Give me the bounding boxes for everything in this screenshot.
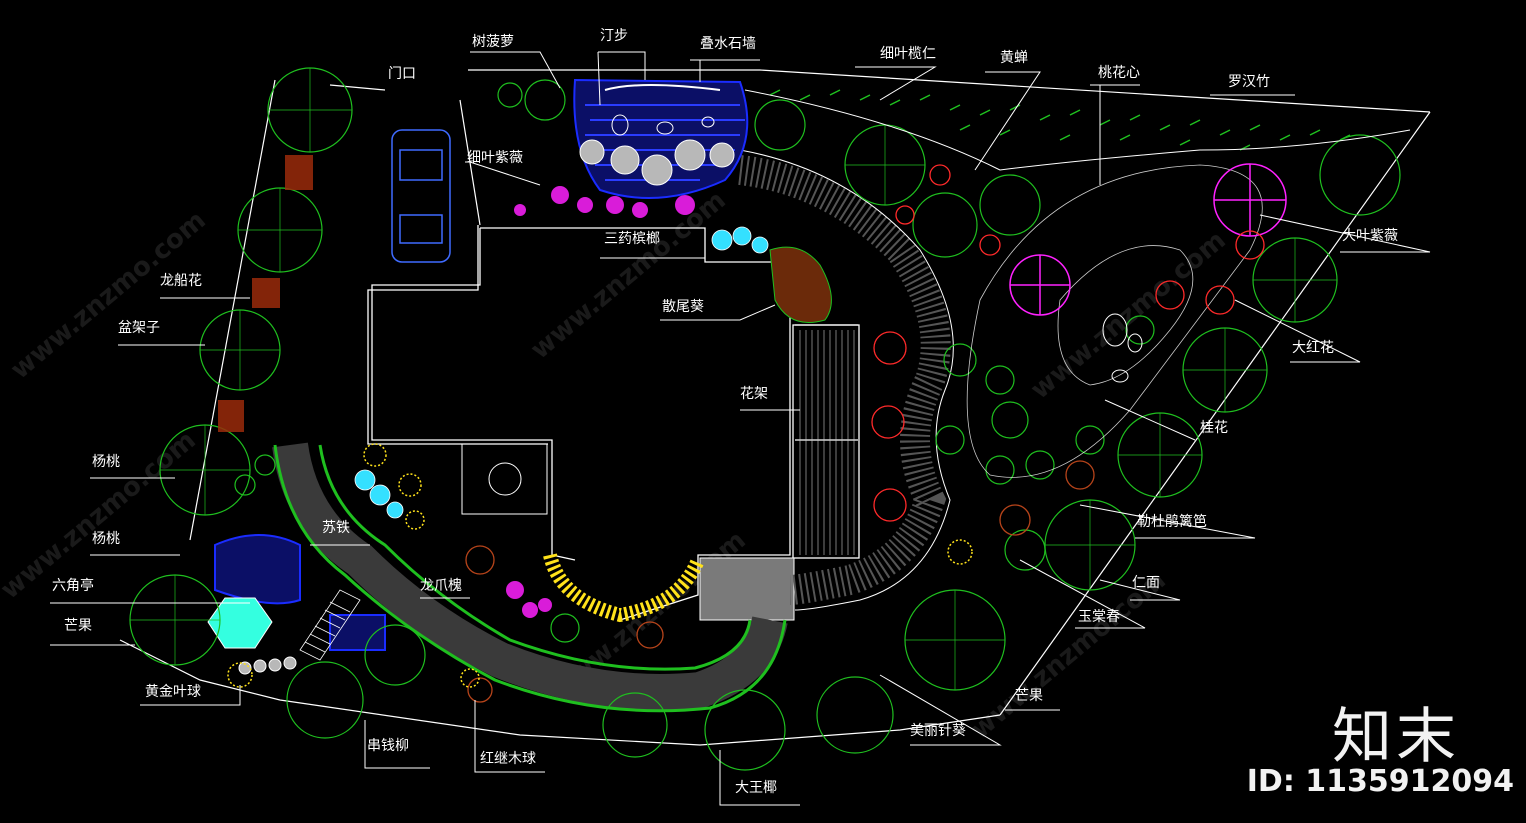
- label-xiyelanren: 细叶榄仁: [880, 46, 936, 62]
- flower-bed: [506, 186, 695, 618]
- label-huajia: 花架: [740, 386, 768, 402]
- label-yangtao-2: 杨桃: [92, 531, 120, 547]
- ornamental-magenta: [1009, 163, 1287, 316]
- callout-leaders: [50, 51, 1431, 806]
- tree: [1004, 529, 1046, 571]
- label-guihua: 桂花: [1200, 420, 1228, 436]
- pergola: [799, 330, 855, 555]
- hexagonal-pavilion: [207, 597, 273, 649]
- label-penjiazi: 盆架子: [118, 320, 160, 336]
- paved-slab: [699, 557, 795, 621]
- stairs: [299, 589, 361, 661]
- red-flowers: [871, 164, 1265, 522]
- label-sanyaobinlang: 三药槟榔: [604, 231, 660, 247]
- label-liujiaoting: 六角亭: [52, 577, 94, 594]
- paved-path-east-edge: [739, 149, 954, 611]
- label-sutie: 苏铁: [322, 520, 350, 536]
- label-renmian: 仁面: [1132, 575, 1160, 591]
- label-tingbu: 汀步: [600, 28, 628, 44]
- tree: [943, 343, 977, 377]
- cyan-shrubs: [354, 226, 769, 519]
- paved-path-south-edge-a: [273, 444, 787, 713]
- watermark-brand: 知末: [1332, 702, 1460, 772]
- rock-pebbles: [604, 84, 1143, 383]
- tree: [985, 365, 1015, 395]
- watermark-site: www.znzmo.com: [525, 185, 731, 365]
- tree: [254, 454, 276, 476]
- label-dayeziwei: 大叶紫薇: [1342, 228, 1398, 244]
- tree: [1319, 134, 1401, 216]
- label-dieshuishiqiang: 叠水石墙: [700, 36, 756, 52]
- label-dawangye: 大王椰: [735, 780, 777, 796]
- lawn-contours: [966, 164, 1263, 478]
- label-huangjinyeqiu: 黄金叶球: [145, 683, 201, 700]
- car-icon: [391, 129, 451, 263]
- label-menkou: 门口: [388, 66, 416, 82]
- tree: [1125, 315, 1155, 345]
- label-shuboluo: 树菠萝: [472, 34, 514, 50]
- tree: [524, 79, 566, 121]
- site-boundary: [119, 69, 1431, 746]
- watermark-site: www.znzmo.com: [5, 205, 211, 385]
- label-mangguo-2: 芒果: [1015, 688, 1043, 704]
- label-taohuaxin: 桃花心: [1098, 65, 1140, 81]
- bamboo-grove: [769, 89, 1351, 151]
- label-meilizhenkui: 美丽针葵: [910, 723, 966, 739]
- paved-path-south: [272, 442, 788, 710]
- stepping-stones: [238, 139, 735, 675]
- tree: [935, 425, 965, 455]
- water-pond-west: [214, 534, 301, 605]
- tree: [234, 474, 256, 496]
- tree-spokes: [130, 68, 1337, 690]
- tree: [497, 82, 523, 108]
- tree: [286, 661, 364, 739]
- tree: [364, 624, 426, 686]
- watermark-layer: www.znzmo.com www.znzmo.com www.znzmo.co…: [0, 185, 1232, 745]
- label-luohanzhu: 罗汉竹: [1228, 74, 1270, 90]
- label-mangguo-1: 芒果: [64, 618, 92, 634]
- label-longchuanhua: 龙船花: [160, 273, 202, 289]
- watermark-site: www.znzmo.com: [965, 565, 1171, 745]
- yellow-ball-shrubs: [227, 443, 973, 688]
- label-yutangchun: 玉棠春: [1078, 609, 1120, 625]
- paved-path-south-edge-b: [318, 444, 752, 671]
- dining-table: [461, 443, 548, 515]
- tree: [754, 99, 806, 151]
- label-dahonghua: 大红花: [1292, 340, 1334, 356]
- hedge-rows: [218, 155, 313, 432]
- tree: [550, 613, 580, 643]
- tree: [991, 401, 1029, 439]
- label-huangchan: 黄蝉: [1000, 49, 1028, 66]
- tree: [912, 192, 978, 258]
- plant-labels: 树菠萝 汀步 叠水石墙 细叶榄仁 黄蝉 桃花心 罗汉竹 门口 细叶紫薇 三药槟榔…: [52, 28, 1398, 796]
- terrace-arc: [543, 553, 705, 623]
- label-longzhuahuai: 龙爪槐: [420, 578, 462, 594]
- watermark-site: www.znzmo.com: [0, 425, 202, 605]
- label-sanweikui: 散尾葵: [662, 299, 704, 315]
- sanweikui-shrub: [769, 246, 832, 323]
- bamboo-grove-edge: [744, 89, 1411, 171]
- label-yangtao-1: 杨桃: [92, 454, 120, 470]
- watermark-id: ID: 1135912094: [1246, 764, 1514, 799]
- tree: [1025, 450, 1055, 480]
- label-leduopengguanyu: 勒杜鹃篱笆: [1137, 513, 1207, 530]
- tree: [979, 174, 1041, 236]
- tree: [985, 455, 1015, 485]
- brown-shrubs: [465, 460, 1095, 703]
- tree: [816, 676, 894, 754]
- paved-path-east: [738, 155, 951, 605]
- tree: [704, 689, 786, 771]
- label-chuanqianliu: 串钱柳: [367, 737, 409, 754]
- tree: [1075, 425, 1105, 455]
- label-xiyeziwei: 细叶紫薇: [467, 150, 523, 166]
- tree: [602, 692, 668, 758]
- label-hongjimuqiu: 红继木球: [480, 751, 536, 767]
